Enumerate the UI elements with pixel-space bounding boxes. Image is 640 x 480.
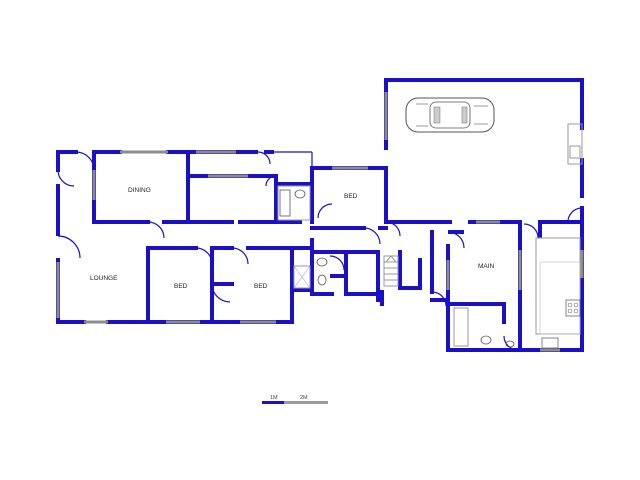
room-label-main: MAIN [478,263,495,270]
sink-icon [569,145,581,159]
toilet-icon [294,189,306,199]
car-icon [405,97,495,133]
basin-icon [505,340,515,348]
stairs [380,250,422,306]
bath-icon [279,189,291,217]
garage [384,78,584,224]
bathroom-2 [290,238,380,302]
central-walls [272,151,584,245]
scale-label-1m: 1M [270,395,278,401]
room-label-dining: DINING [128,187,151,194]
garage-door-swing [567,207,583,223]
right-wing-walls [430,220,584,352]
stove-icon [565,299,581,317]
room-label-bed-left: BED [174,283,188,290]
sink-icon [541,337,559,349]
left-wing-walls [56,150,298,324]
scale-bar: 1M 2M [262,395,328,404]
garage-counter [567,123,583,165]
scale-label-2m: 2M [300,395,308,401]
room-label-bed-top: BED [344,193,358,200]
room-label-lounge: LOUNGE [90,275,118,282]
room-label-bed-mid: BED [254,283,268,290]
toilet-icon [480,335,492,345]
dining-door-swing [75,151,95,171]
toilet-icon [316,257,328,286]
bedroom-walls [146,246,294,324]
